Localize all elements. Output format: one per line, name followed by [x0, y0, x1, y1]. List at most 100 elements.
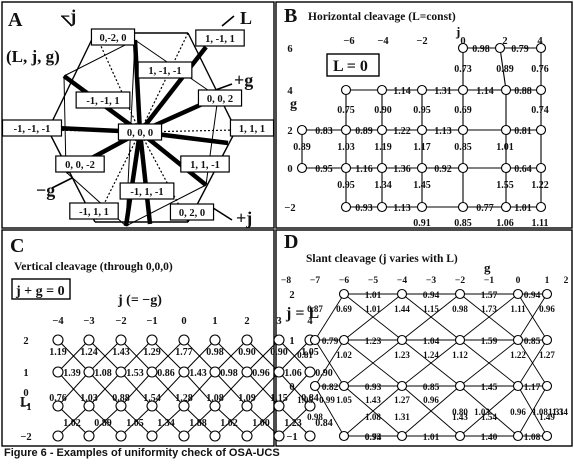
- point-label: 1, 1, 1: [239, 124, 265, 135]
- b-node: [376, 84, 388, 96]
- g-tick-label: −7: [310, 276, 320, 286]
- diagonal-value: 1.19: [374, 142, 392, 153]
- point-label: 0, 0, 2: [207, 94, 233, 105]
- diagonal-value: 0.76: [531, 64, 549, 75]
- point-label-box: [117, 123, 163, 141]
- g-tick-label: −3: [426, 276, 436, 286]
- horizontal-value: 1.40: [481, 433, 498, 443]
- point-label: 1, -1, 1: [205, 34, 235, 45]
- c-node: [273, 366, 285, 378]
- j-tick-label: 2: [502, 36, 507, 47]
- d-node: [309, 334, 321, 346]
- point-label-box: [137, 61, 193, 79]
- horizontal-value: 1.59: [481, 337, 498, 347]
- c-node: [52, 430, 64, 442]
- diagonal-link: [120, 371, 153, 407]
- d-node: [454, 288, 466, 300]
- c-value: 1.08: [206, 393, 224, 404]
- g-tick-label: 4: [287, 86, 293, 97]
- d-node: [541, 288, 553, 300]
- diagonal-value: 1.27: [394, 395, 410, 405]
- horizontal-value: 0.89: [355, 126, 373, 137]
- diagonal-value: 1.02: [336, 350, 352, 360]
- diagonal-link: [401, 339, 461, 387]
- g-tick-label: 0: [287, 164, 292, 175]
- horizontal-value: 0.77: [476, 203, 494, 214]
- diagonal-link: [314, 339, 345, 387]
- c-value: 1.77: [175, 347, 193, 358]
- panel-c-boxed-label-frame: [11, 278, 71, 300]
- diagonal-value: 1.03: [337, 142, 355, 153]
- c-node: [241, 430, 253, 442]
- panel-d-boxed-label: j = L: [285, 305, 319, 322]
- c-value: 1.88: [189, 418, 207, 429]
- d-node: [396, 288, 408, 300]
- diagonal-value: 0.91: [413, 218, 431, 229]
- b-node: [500, 84, 512, 96]
- c-value: 1.08: [94, 368, 112, 379]
- g-tick-label: −6: [339, 276, 349, 286]
- c-value: 1.05: [126, 418, 144, 429]
- c-value: 1.34: [157, 418, 175, 429]
- diagonal-value: 0.85: [454, 218, 472, 229]
- diagonal-value: 1.12: [452, 350, 468, 360]
- diagonal-link: [151, 405, 185, 437]
- diagonal-link: [183, 339, 216, 373]
- c-node: [241, 400, 253, 412]
- horizontal-value: 0.94: [524, 291, 541, 301]
- c-value: 1.03: [80, 393, 98, 404]
- j-tick-label: 4: [307, 316, 313, 327]
- c-value: 0.90: [238, 347, 256, 358]
- octahedron-axis-thick: [137, 131, 153, 225]
- diagonal-link: [120, 405, 153, 437]
- l-tick-label: −1: [20, 402, 31, 413]
- diagonal-link: [246, 405, 280, 437]
- d-node: [338, 430, 350, 442]
- g-tick-label: −4: [397, 276, 407, 286]
- horizontal-value: 1.01: [423, 433, 440, 443]
- c-node: [241, 366, 253, 378]
- horizontal-value: 1.23: [365, 337, 382, 347]
- diagonal-link: [88, 339, 122, 373]
- d-node: [454, 334, 466, 346]
- diagonal-link: [214, 405, 248, 437]
- horizontal-value: 0.85: [423, 383, 440, 393]
- horizontal-value: 1.13: [434, 126, 452, 137]
- diagonal-link: [401, 293, 461, 341]
- octahedron-axis-thick: [138, 45, 208, 134]
- axis-arrow-minus-j: [61, 15, 73, 27]
- panel-b-frame: [275, 1, 573, 229]
- diagonal-value: 1.55: [496, 180, 514, 191]
- d-node: [309, 380, 321, 392]
- panel-a-triplet-label: (L, j, g): [6, 47, 60, 66]
- diagonal-link: [88, 405, 122, 437]
- diagonal-value: 0.81: [297, 350, 313, 360]
- c-value: 1.23: [284, 418, 302, 429]
- diagonal-value: 1.05: [336, 395, 352, 405]
- diagonal-link: [57, 339, 90, 373]
- point-label-box: [55, 155, 105, 173]
- d-node: [541, 334, 553, 346]
- point-label-box: [75, 91, 131, 109]
- diagonal-link: [517, 339, 548, 387]
- diagonal-link: [151, 371, 185, 407]
- diagonal-value: 0.95: [337, 180, 355, 191]
- horizontal-value: 1.14: [393, 86, 411, 97]
- point-label-box: [69, 202, 119, 220]
- g-tick-label: −8: [281, 276, 291, 286]
- d-node: [512, 380, 524, 392]
- b-node: [500, 162, 512, 174]
- j-tick-label: −4: [377, 36, 389, 47]
- d-node: [338, 334, 350, 346]
- b-node: [535, 162, 547, 174]
- b-node: [457, 124, 469, 136]
- c-node: [209, 334, 221, 346]
- panel-a-frame: [1, 1, 275, 229]
- diagonal-value: 1.01: [496, 142, 514, 153]
- panel-b-j-axis-label: j: [455, 24, 460, 39]
- diagonal-value: 0.87: [307, 304, 323, 314]
- b-node: [457, 162, 469, 174]
